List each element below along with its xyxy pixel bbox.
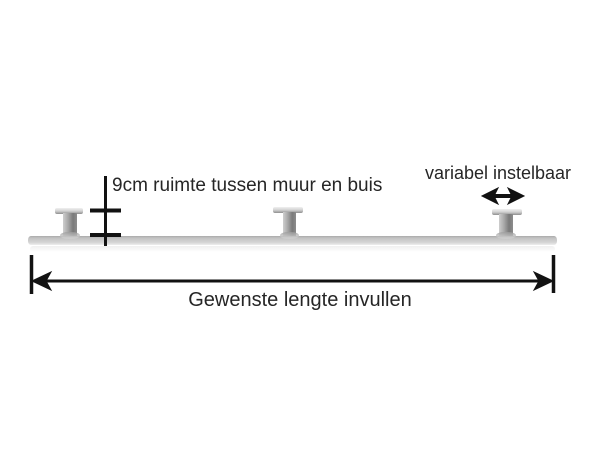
bracket-middle-post <box>280 212 299 239</box>
bracket-right-post <box>496 214 516 239</box>
adjustable-label: variabel instelbaar <box>424 163 572 183</box>
wall-gap-label: 9cm ruimte tussen muur en buis <box>112 175 383 196</box>
bracket-right-flange <box>492 209 522 215</box>
bracket-left-flange <box>55 208 83 214</box>
handrail-tube <box>28 236 557 245</box>
length-dimension-icon <box>29 255 556 294</box>
bracket-left-post <box>60 213 80 239</box>
double-arrow-icon <box>480 186 526 206</box>
wall-gap-dimension-icon <box>90 176 121 246</box>
tube-reflection <box>30 246 555 252</box>
length-label: Gewenste lengte invullen <box>188 289 412 311</box>
bracket-middle-flange <box>273 207 303 213</box>
